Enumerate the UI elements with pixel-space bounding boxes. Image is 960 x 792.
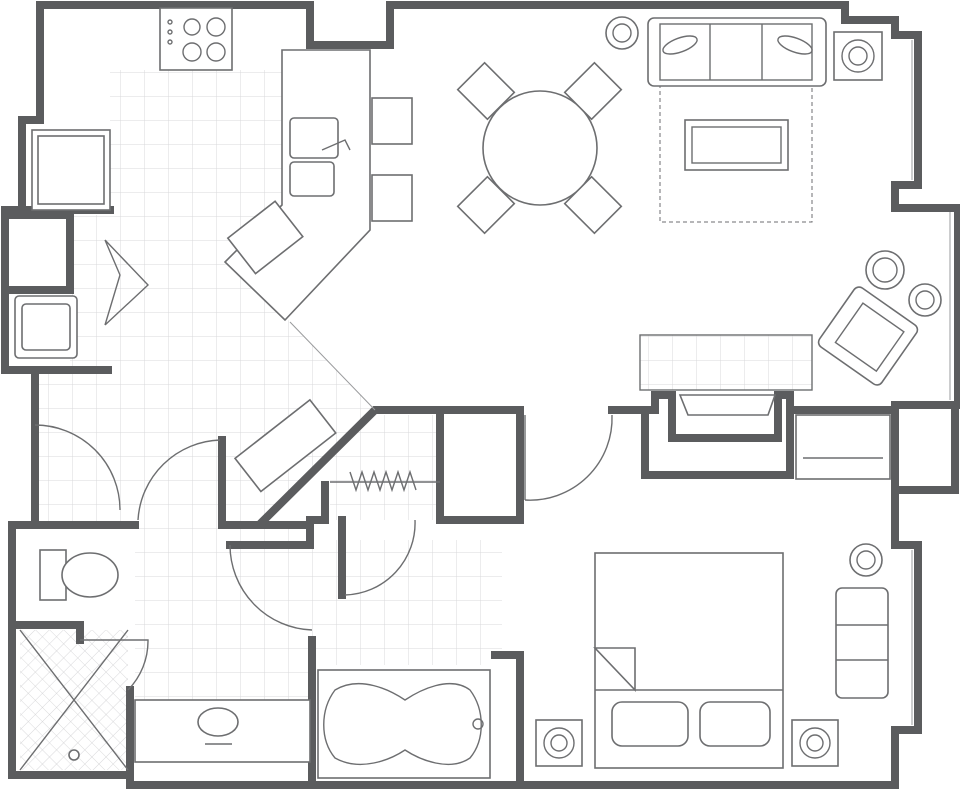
sofa — [647, 17, 827, 87]
bathtub — [317, 669, 491, 779]
vanity-sink — [134, 699, 311, 763]
rug — [659, 85, 813, 223]
kitchen-island — [223, 49, 413, 322]
shower — [19, 629, 129, 771]
stove — [159, 7, 233, 71]
toilet — [39, 549, 119, 601]
desk — [233, 398, 337, 493]
doors — [34, 239, 613, 691]
coffee-table — [684, 119, 789, 171]
dining-table — [456, 61, 623, 235]
bed — [593, 552, 784, 769]
armchair — [817, 286, 919, 386]
closet-rod — [330, 469, 440, 493]
lamp-tables — [535, 16, 942, 767]
bench — [835, 587, 889, 699]
windows — [911, 40, 951, 725]
fireplace-tv-unit — [639, 334, 813, 416]
dresser — [795, 414, 891, 480]
washer-dryer — [14, 129, 111, 359]
